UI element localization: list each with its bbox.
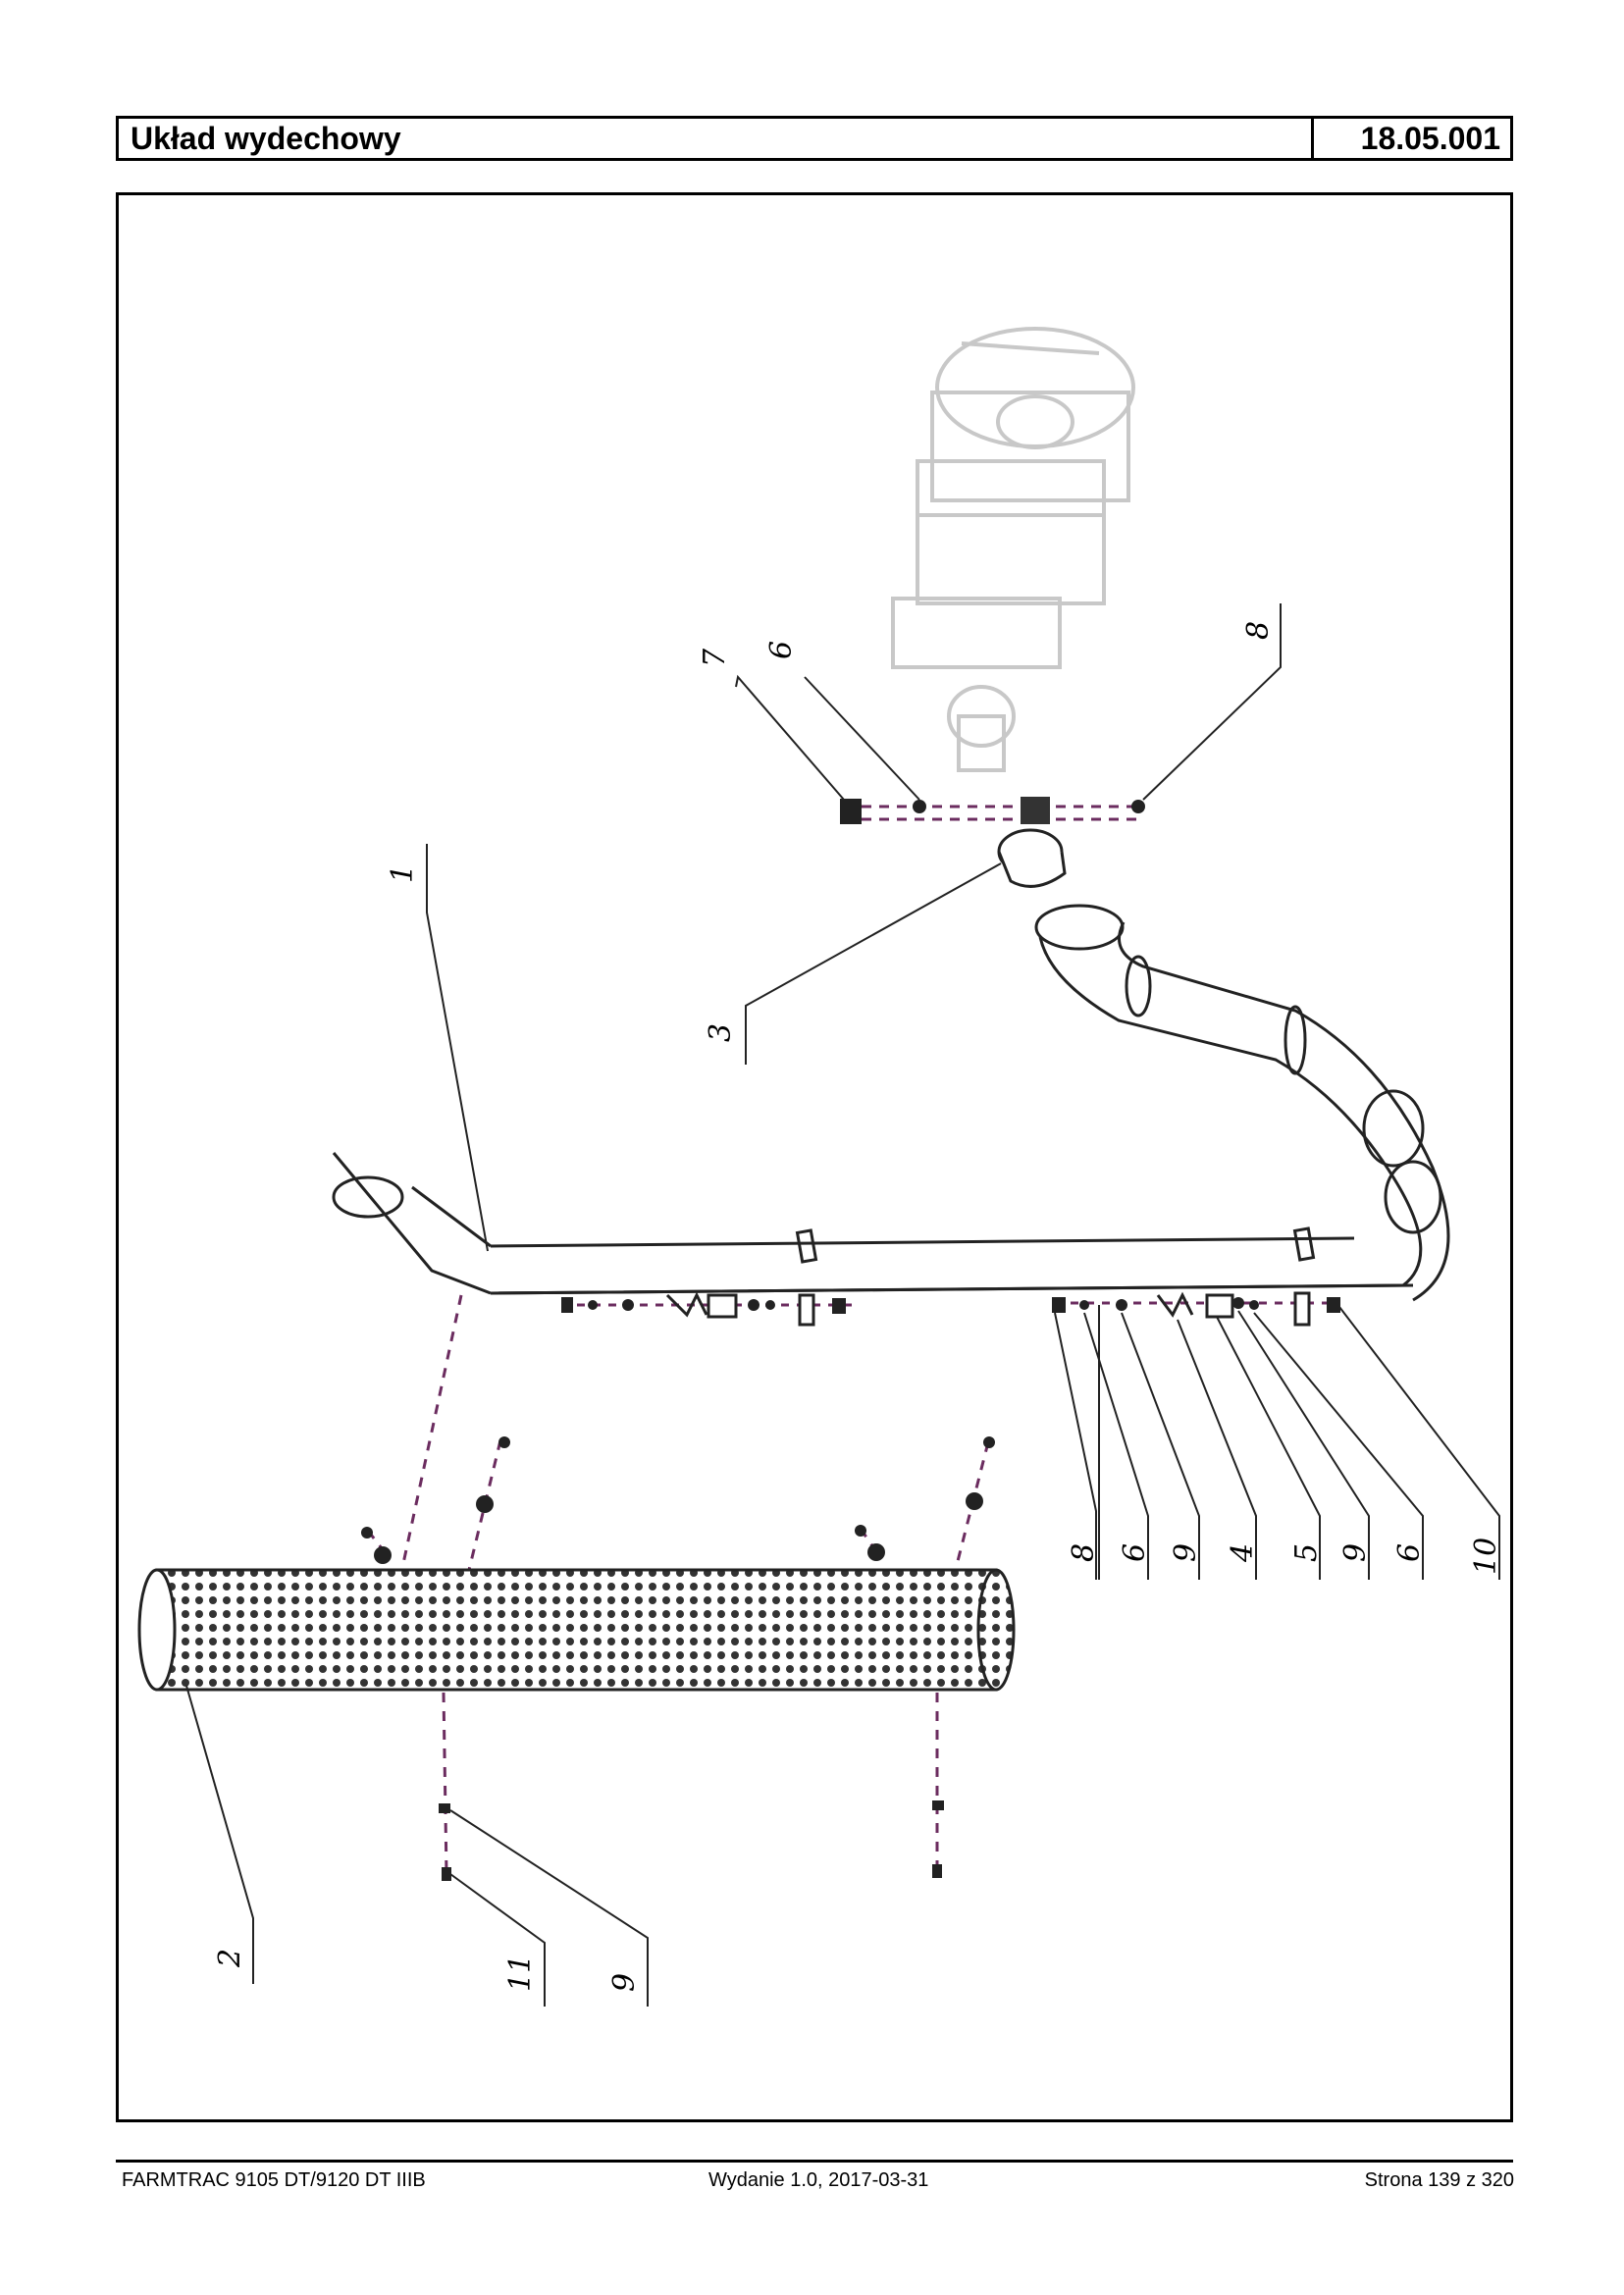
callout-4: 4 [1226,1543,1260,1563]
callout-6a: 6 [764,641,799,659]
callout-10: 10 [1469,1538,1503,1575]
lower-leaders [185,1306,1500,2007]
footer-divider [116,2160,1513,2163]
callout-3: 3 [704,1023,738,1042]
callout-8b: 8 [1067,1543,1101,1562]
callout-6c: 6 [1392,1543,1427,1562]
clamp-fasteners [840,797,1145,824]
page-header: Układ wydechowy 18.05.001 [116,116,1513,161]
section-code: 18.05.001 [1360,121,1500,156]
footer-page-number: Strona 139 z 320 [1364,2169,1514,2191]
callout-9a: 9 [1169,1543,1203,1562]
leader-lines [426,603,1282,1580]
footer-edition: Wydanie 1.0, 2017-03-31 [708,2169,929,2191]
diagram-frame: 7 6 8 1 3 8 6 9 4 5 9 6 10 2 11 9 [116,192,1513,2122]
callout-5: 5 [1289,1543,1324,1562]
exhaust-exploded-diagram: 7 6 8 1 3 8 6 9 4 5 9 6 10 2 11 9 [137,327,1503,2007]
engine-canister-ghost [891,327,1135,772]
callout-6b: 6 [1118,1543,1152,1562]
callout-8a: 8 [1241,621,1276,640]
footer-model: FARMTRAC 9105 DT/9120 DT IIIB [122,2169,426,2191]
callout-labels: 7 6 8 1 3 8 6 9 4 5 9 6 10 2 11 9 [213,621,1503,1992]
callout-1: 1 [386,864,420,883]
heat-shield-bolts [361,1436,995,1881]
page-title: Układ wydechowy [119,119,1314,158]
lower-fasteners [561,1291,1340,1327]
callout-7: 7 [698,648,732,667]
callout-9c: 9 [607,1973,642,1992]
exhaust-pipe [332,904,1450,1302]
callout-11: 11 [503,1955,538,1992]
callout-9b: 9 [1338,1543,1373,1562]
perforated-heat-shield [137,1568,1016,1692]
clamp-ring [997,828,1067,888]
callout-2: 2 [213,1949,247,1968]
